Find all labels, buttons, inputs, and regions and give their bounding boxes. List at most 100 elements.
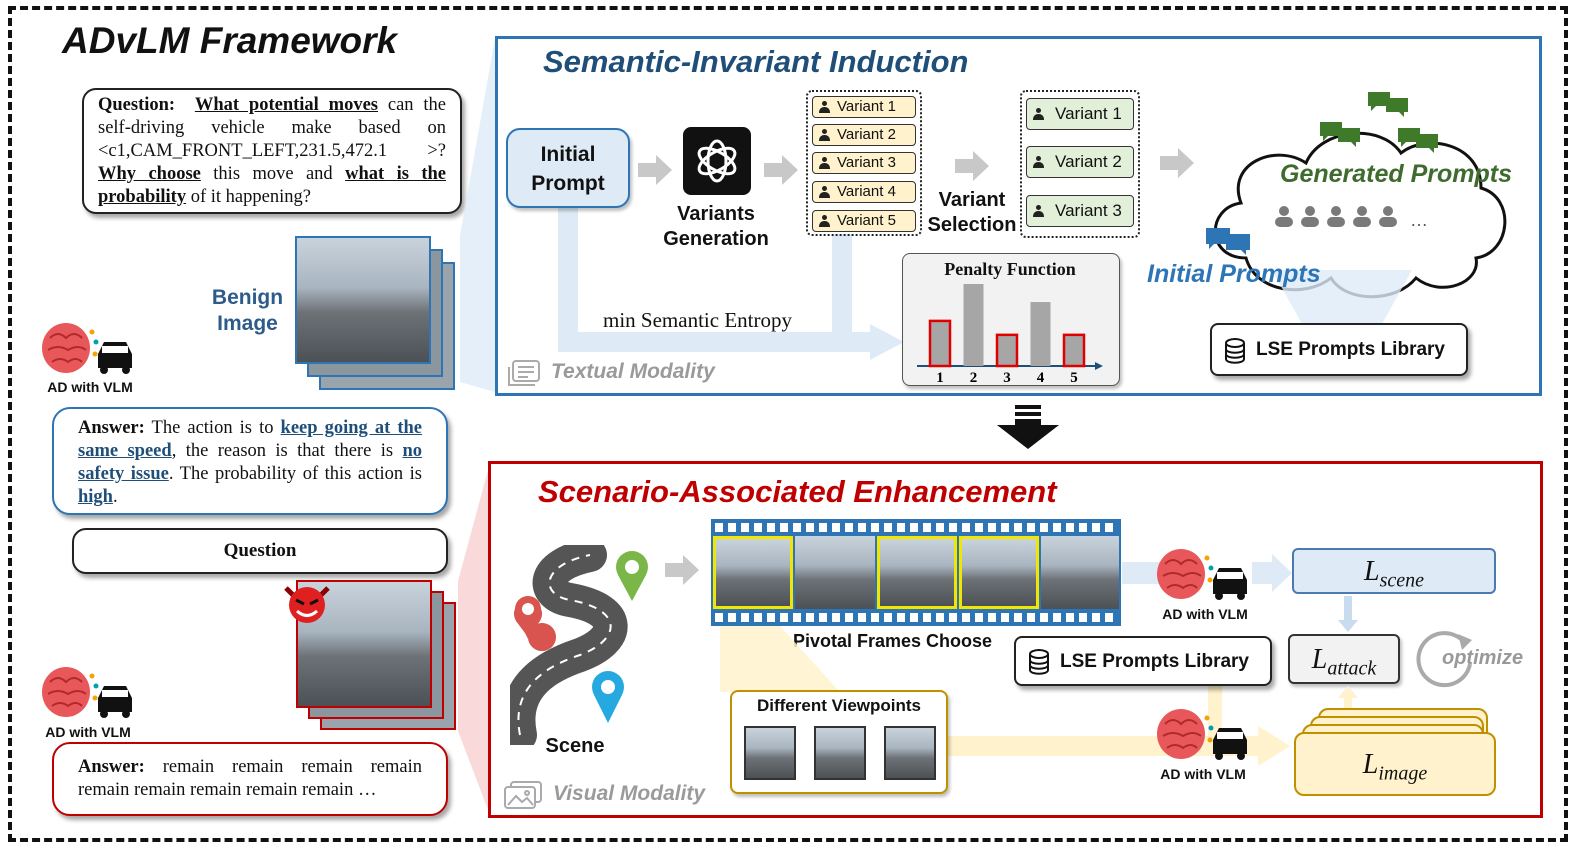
ad-vlm-label-top: AD with VLM	[47, 379, 133, 395]
different-viewpoints-label: Different Viewpoints	[756, 696, 922, 715]
frame-1	[713, 536, 793, 609]
arrow-up-icon	[1338, 686, 1358, 712]
devil-icon	[280, 578, 334, 626]
chat-bubbles-icon	[1320, 92, 1438, 153]
ad-vlm-label-bottom: AD with VLM	[45, 724, 131, 740]
selected-variants-list: Variant 1 Variant 2 Variant 3	[1020, 90, 1140, 238]
variant-item: Variant 4	[812, 181, 916, 203]
viewpoint-3	[884, 726, 936, 780]
textual-modality-label: Textual Modality	[551, 360, 715, 383]
question-prefix: Question:	[98, 95, 176, 115]
penalty-function-title: Penalty Function	[944, 259, 1076, 279]
map-pin-blue-icon	[592, 671, 624, 723]
database-icon	[1029, 649, 1049, 675]
l-image-box: Limage	[1294, 732, 1496, 796]
frame-3	[877, 536, 957, 609]
variant-item: Variant 5	[812, 210, 916, 232]
openai-logo-icon	[683, 127, 751, 195]
question-highlight-2: Why choose	[98, 164, 201, 184]
brain-car-icon	[42, 323, 132, 374]
selected-variant-item: Variant 1	[1026, 98, 1134, 130]
outer-frame	[8, 6, 1568, 842]
visual-modality-label: Visual Modality	[553, 782, 706, 805]
penalty-tick-label: 1	[936, 370, 944, 384]
ad-vlm-label-scene: AD with VLM	[1162, 606, 1248, 622]
l-attack-box: Lattack	[1288, 634, 1400, 684]
optimize-label: optimize	[1442, 647, 1524, 669]
lse-library-label-bottom: LSE Prompts Library	[1060, 651, 1249, 672]
initial-prompt-box: Initial Prompt	[506, 128, 630, 208]
answer-text-3: . The probability of this action is	[168, 464, 422, 484]
answer-highlight-2: no safety issue	[78, 441, 422, 484]
connector-bottom	[458, 463, 490, 815]
ad-vlm-icon-scene	[1155, 544, 1255, 606]
film-perforations	[715, 523, 1113, 622]
penalty-bar	[1030, 302, 1051, 366]
frame-2	[795, 536, 875, 609]
penalty-bar	[995, 333, 1019, 368]
question-highlight-3: what is the probability	[98, 164, 447, 207]
frame-4	[959, 536, 1039, 609]
answer-highlight-1: keep going at the same speed	[78, 418, 423, 461]
initial-prompt-label: Initial Prompt	[531, 143, 605, 195]
question-bubble: Question: What potential moves can the s…	[82, 88, 462, 214]
optimize-cycle-icon	[1416, 631, 1472, 688]
map-pin-green-icon	[616, 551, 648, 601]
initial-prompts-label: Initial Prompts	[1147, 260, 1321, 288]
arrow-right-icon	[1160, 148, 1194, 178]
question-box: Question	[72, 528, 448, 574]
penalty-tick-label: 5	[1070, 370, 1078, 384]
chat-bubbles-blue-icon	[1206, 228, 1250, 255]
l-attack-formula: Lattack	[1311, 644, 1377, 680]
benign-image-label: Benign Image	[211, 286, 284, 335]
l-scene-box: Lscene	[1292, 548, 1496, 594]
answer-text-1: The action is to	[144, 418, 281, 438]
lse-prompts-library-bottom: LSE Prompts Library	[1014, 636, 1272, 686]
image-gallery-icon	[504, 781, 542, 809]
selected-variant-item: Variant 3	[1026, 195, 1134, 227]
arrow-right-icon	[955, 151, 989, 181]
penalty-tick-label: 4	[1037, 370, 1045, 384]
different-viewpoints-box: Different Viewpoints	[730, 690, 948, 794]
frame-5	[1041, 536, 1119, 609]
arrow-right-icon	[665, 555, 699, 585]
answer-prefix: Answer:	[78, 418, 145, 438]
variant-item: Variant 1	[812, 96, 916, 118]
scene-label: Scene	[545, 735, 605, 757]
penalty-bar	[1062, 333, 1086, 368]
answer-bubble-bottom: Answer: remain remain remain remain rema…	[52, 742, 448, 816]
generated-prompts-label: Generated Prompts	[1280, 160, 1513, 188]
question-highlight-1: What potential moves	[194, 95, 378, 115]
l-image-formula: Limage	[1362, 749, 1428, 785]
question-text-3: of it happening?	[186, 187, 311, 207]
min-semantic-entropy-label: min Semantic Entropy	[603, 308, 792, 332]
road-scene-illustration	[510, 545, 648, 745]
variants-generation-label: Variants Generation	[663, 203, 769, 250]
answer-bottom-text: remain remain remain remain remain remai…	[78, 757, 422, 800]
pivotal-frames-label: Pivotal Frames Choose	[792, 631, 993, 651]
penalty-axis-arrow	[1095, 362, 1103, 370]
answer-text-4: .	[112, 487, 118, 507]
viewpoint-1	[744, 726, 796, 780]
people-icons	[1275, 206, 1397, 227]
semantic-invariant-title: Semantic-Invariant Induction	[543, 44, 969, 79]
question-box-label: Question	[223, 540, 297, 561]
variants-list: Variant 1 Variant 2 Variant 3 Variant 4 …	[806, 90, 922, 236]
selected-variant-item: Variant 2	[1026, 146, 1134, 178]
variant-selection-label: Variant Selection	[927, 189, 1017, 236]
benign-image	[295, 236, 431, 364]
ad-vlm-icon-bottom	[40, 662, 140, 724]
penalty-tick-label: 2	[970, 370, 978, 384]
scenario-associated-title: Scenario-Associated Enhancement	[538, 474, 1057, 509]
entropy-flow-line	[558, 206, 578, 346]
document-icon	[508, 360, 540, 386]
viewpoint-flow	[720, 626, 1290, 766]
lse-library-label-top: LSE Prompts Library	[1256, 339, 1445, 360]
ad-vlm-icon-image	[1155, 704, 1255, 766]
database-icon	[1225, 338, 1245, 364]
arrow-right-icon	[638, 155, 672, 185]
down-arrow-icon	[997, 405, 1059, 449]
lse-prompts-library-top: LSE Prompts Library	[1210, 323, 1468, 376]
